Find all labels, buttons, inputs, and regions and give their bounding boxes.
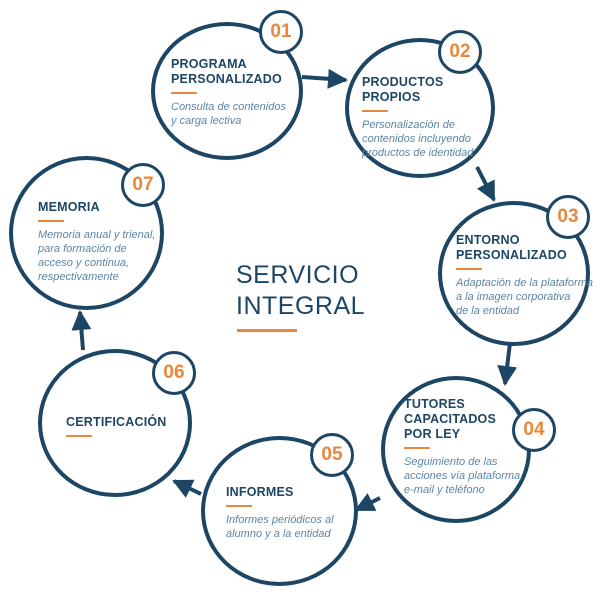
node-04-title: TUTORES CAPACITADOS POR LEY [404, 397, 497, 441]
node-05-description: Informes periódicos al alumno y a la ent… [226, 514, 334, 540]
node-03-title: ENTORNO PERSONALIZADO [456, 233, 567, 262]
node-03-rule [456, 268, 482, 270]
node-01-number-badge: 01 [259, 10, 303, 54]
node-05-number-badge: 05 [310, 433, 354, 477]
arrow-02-to-03 [475, 166, 496, 202]
node-07-number-badge: 07 [121, 163, 165, 207]
node-07-rule [38, 220, 64, 222]
node-01-rule [171, 92, 197, 94]
node-02-number-badge: 02 [438, 30, 482, 74]
node-03-text: ENTORNO PERSONALIZADO Adaptación de la p… [456, 233, 596, 318]
node-04-text: TUTORES CAPACITADOS POR LEY Seguimiento … [404, 397, 526, 497]
node-03-number-badge: 03 [546, 195, 590, 239]
center-title: SERVICIO INTEGRAL [236, 261, 366, 320]
arrow-05-to-06 [172, 479, 202, 498]
node-07-text: MEMORIA Memoria anual y trienal, para fo… [38, 200, 162, 284]
node-01-description: Consulta de contenidos y carga lectiva [171, 101, 286, 127]
node-02-rule [362, 110, 388, 112]
node-07-description: Memoria anual y trienal, para formación … [38, 229, 156, 283]
arrow-04-to-05 [354, 493, 381, 512]
node-06-number-badge: 06 [152, 351, 196, 395]
node-06-rule [66, 435, 92, 437]
node-05-text: INFORMES Informes periódicos al alumno y… [226, 485, 351, 541]
node-04-description: Seguimiento de las acciones vía platafor… [404, 456, 524, 496]
node-06-text: CERTIFICACIÓN [66, 415, 186, 443]
node-02-title: PRODUCTOS PROPIOS [362, 75, 444, 104]
node-07-title: MEMORIA [38, 200, 100, 214]
node-01-text: PROGRAMA PERSONALIZADO Consulta de conte… [171, 57, 296, 128]
node-04-rule [404, 447, 430, 449]
arrow-06-to-07 [71, 310, 92, 351]
node-05-title: INFORMES [226, 485, 294, 499]
center-title-underline [237, 329, 297, 332]
node-01-title: PROGRAMA PERSONALIZADO [171, 57, 282, 86]
arrow-01-to-02 [301, 68, 348, 89]
arrow-03-to-04 [497, 342, 518, 386]
node-04-circle [381, 376, 531, 523]
node-06-title: CERTIFICACIÓN [66, 415, 167, 429]
node-02-description: Personalización de contenidos incluyendo… [362, 119, 474, 159]
node-04-number-badge: 04 [512, 408, 556, 452]
node-03-description: Adaptación de la plataforma a la imagen … [456, 277, 593, 317]
node-02-text: PRODUCTOS PROPIOS Personalización de con… [362, 75, 487, 160]
node-05-rule [226, 505, 252, 507]
